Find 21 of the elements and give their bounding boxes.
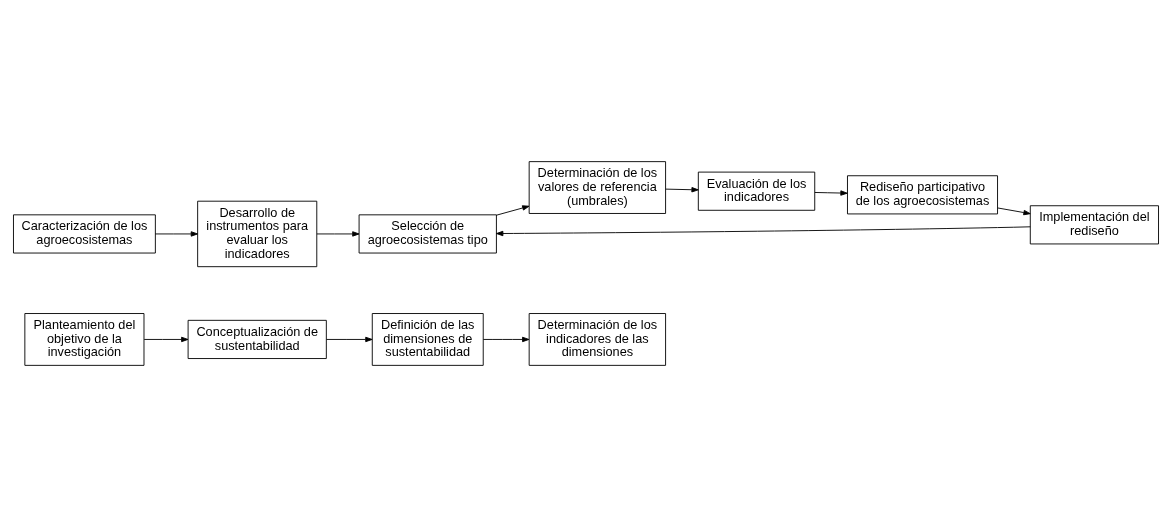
node-box: Rediseño participativo de los agroecosistemas [847,175,998,215]
node-box: Conceptualización de sustentabilidad [187,319,327,359]
arrow [496,226,1031,237]
arrow [154,231,199,237]
arrow [316,231,360,237]
arrow [997,207,1031,216]
node-box: Definición de las dimensiones de sustentabilidad [371,313,484,366]
arrow [143,336,189,343]
node-box: Implementación del rediseño [1029,205,1159,245]
node-box: Determinación de los indicadores de las dimensiones [528,313,667,366]
node-box: Selección de agroecosistemas tipo [358,214,497,254]
arrow [495,205,530,216]
node-box: Planteamiento del objetivo de la investigación [24,313,145,366]
node-box: Evaluación de los indicadores [697,171,816,211]
node-box: Caracterización de los agroecosistemas [13,214,156,254]
arrow [814,190,848,196]
arrow [665,187,699,193]
node-box: Desarrollo de instrumentos para evaluar los indicadores [197,200,318,268]
arrow [326,336,373,343]
arrow [482,336,530,343]
node-box: Determinación de los valores de referencia (umbrales) [528,161,667,214]
